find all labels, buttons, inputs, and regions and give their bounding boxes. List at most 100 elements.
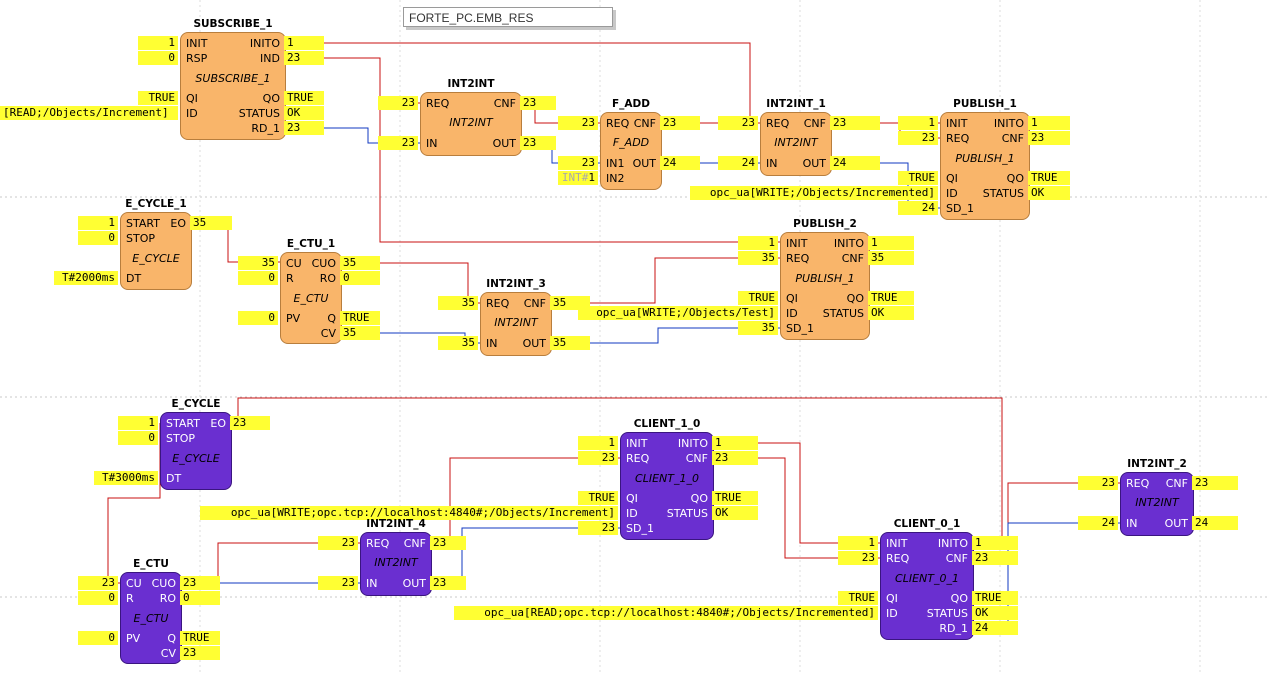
port-sd1[interactable]: SD_1: [626, 522, 654, 535]
value-input[interactable]: 24: [718, 156, 758, 170]
port-cu[interactable]: CU: [286, 257, 302, 270]
value-input[interactable]: [READ;/Objects/Increment]: [0, 106, 178, 120]
port-start[interactable]: START: [126, 217, 160, 230]
port-in1[interactable]: IN1: [606, 157, 625, 170]
value-input[interactable]: TRUE: [738, 291, 778, 305]
port-in[interactable]: IN: [766, 157, 778, 170]
value-input[interactable]: opc_ua[WRITE;/Objects/Test]: [578, 306, 778, 320]
value-input[interactable]: 0: [78, 591, 118, 605]
value-input[interactable]: 0: [78, 231, 118, 245]
value-input[interactable]: 23: [578, 521, 618, 535]
port-qi[interactable]: QI: [626, 492, 638, 505]
port-stop[interactable]: STOP: [126, 232, 155, 245]
port-r[interactable]: R: [286, 272, 294, 285]
port-init[interactable]: INIT: [946, 117, 968, 130]
resource-label[interactable]: FORTE_PC.EMB_RES: [403, 7, 613, 27]
port-init[interactable]: INIT: [626, 437, 648, 450]
value-input[interactable]: 23: [78, 576, 118, 590]
client-0-1-block[interactable]: CLIENT_0_1 INIT REQ INITO CNF CLIENT_0_1…: [880, 518, 974, 640]
port-id[interactable]: ID: [786, 307, 798, 320]
port-qo[interactable]: QO: [262, 92, 280, 105]
value-input[interactable]: 23: [558, 156, 598, 170]
port-out[interactable]: OUT: [802, 157, 826, 170]
port-init[interactable]: INIT: [786, 237, 808, 250]
port-id[interactable]: ID: [886, 607, 898, 620]
port-cnf[interactable]: CNF: [523, 297, 546, 310]
int2int-1-block[interactable]: INT2INT_1 REQ CNF INT2INT IN OUT: [760, 98, 832, 176]
port-eo[interactable]: EO: [210, 417, 226, 430]
value-input[interactable]: 23: [578, 451, 618, 465]
port-out[interactable]: OUT: [402, 577, 426, 590]
port-cu[interactable]: CU: [126, 577, 142, 590]
port-req[interactable]: REQ: [1126, 477, 1150, 490]
value-input[interactable]: opc_ua[WRITE;opc.tcp://localhost:4840#;/…: [200, 506, 618, 520]
client-1-0-block[interactable]: CLIENT_1_0 INIT REQ INITO CNF CLIENT_1_0…: [620, 418, 714, 540]
value-input[interactable]: opc_ua[READ;opc.tcp://localhost:4840#;/O…: [454, 606, 878, 620]
value-input[interactable]: 23: [318, 536, 358, 550]
port-stop[interactable]: STOP: [166, 432, 195, 445]
f-add-block[interactable]: F_ADD REQ CNF F_ADD IN1 IN2 OUT: [600, 98, 662, 190]
value-input[interactable]: T#3000ms: [94, 471, 158, 485]
value-input[interactable]: 23: [718, 116, 758, 130]
port-cnf[interactable]: CNF: [945, 552, 968, 565]
port-cuo[interactable]: CUO: [311, 257, 336, 270]
port-qi[interactable]: QI: [186, 92, 198, 105]
port-qi[interactable]: QI: [786, 292, 798, 305]
value-input[interactable]: 0: [78, 631, 118, 645]
port-out[interactable]: OUT: [492, 137, 516, 150]
port-cv[interactable]: CV: [320, 327, 336, 340]
port-qo[interactable]: QO: [846, 292, 864, 305]
value-input[interactable]: 0: [238, 311, 278, 325]
port-q[interactable]: Q: [327, 312, 336, 325]
value-input[interactable]: 35: [738, 251, 778, 265]
port-init[interactable]: INIT: [886, 537, 908, 550]
value-input[interactable]: 23: [318, 576, 358, 590]
value-input[interactable]: TRUE: [138, 91, 178, 105]
port-out[interactable]: OUT: [522, 337, 546, 350]
value-input[interactable]: 1: [578, 436, 618, 450]
port-req[interactable]: REQ: [366, 537, 390, 550]
port-qo[interactable]: QO: [950, 592, 968, 605]
value-input[interactable]: 0: [238, 271, 278, 285]
port-inito[interactable]: INITO: [937, 537, 968, 550]
publish-1-block[interactable]: PUBLISH_1 INIT REQ INITO CNF PUBLISH_1 Q…: [940, 98, 1030, 220]
port-in[interactable]: IN: [1126, 517, 1138, 530]
port-cv[interactable]: CV: [160, 647, 176, 660]
value-input[interactable]: 24: [898, 201, 938, 215]
port-in[interactable]: IN: [426, 137, 438, 150]
value-input[interactable]: 0: [138, 51, 178, 65]
port-in[interactable]: IN: [366, 577, 378, 590]
port-sd1[interactable]: SD_1: [946, 202, 974, 215]
value-input[interactable]: 1: [138, 36, 178, 50]
value-input[interactable]: 35: [738, 321, 778, 335]
port-status[interactable]: STATUS: [982, 187, 1024, 200]
port-rd1[interactable]: RD_1: [939, 622, 968, 635]
port-pv[interactable]: PV: [126, 632, 141, 645]
e-ctu-1-block[interactable]: E_CTU_1 CU R CUO RO E_CTU PV Q CV: [280, 238, 342, 344]
value-input[interactable]: 1: [898, 116, 938, 130]
value-input[interactable]: TRUE: [898, 171, 938, 185]
port-cnf[interactable]: CNF: [1001, 132, 1024, 145]
e-cycle-1-block[interactable]: E_CYCLE_1 START STOP EO E_CYCLE DT: [120, 198, 192, 290]
port-dt[interactable]: DT: [166, 472, 182, 485]
value-input[interactable]: 23: [898, 131, 938, 145]
value-input[interactable]: 1: [118, 416, 158, 430]
value-input[interactable]: 23: [378, 96, 418, 110]
port-status[interactable]: STATUS: [822, 307, 864, 320]
int2int-block[interactable]: INT2INT REQ CNF INT2INT IN OUT: [420, 78, 522, 156]
port-inito[interactable]: INITO: [677, 437, 708, 450]
port-in[interactable]: IN: [486, 337, 498, 350]
port-sd1[interactable]: SD_1: [786, 322, 814, 335]
e-ctu-block[interactable]: E_CTU CU R CUO RO E_CTU PV Q CV: [120, 558, 182, 664]
int2int-4-block[interactable]: INT2INT_4 REQ CNF INT2INT IN OUT: [360, 518, 432, 596]
port-status[interactable]: STATUS: [926, 607, 968, 620]
port-req[interactable]: REQ: [946, 132, 970, 145]
port-ro[interactable]: RO: [159, 592, 176, 605]
port-start[interactable]: START: [166, 417, 200, 430]
port-cnf[interactable]: CNF: [403, 537, 426, 550]
e-cycle-block[interactable]: E_CYCLE START STOP EO E_CYCLE DT: [160, 398, 232, 490]
port-inito[interactable]: INITO: [833, 237, 864, 250]
port-id[interactable]: ID: [186, 107, 198, 120]
port-dt[interactable]: DT: [126, 272, 142, 285]
